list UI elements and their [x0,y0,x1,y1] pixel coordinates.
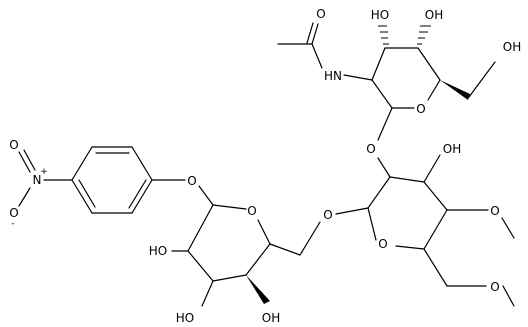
nitro-o-bottom-label: O [9,206,18,220]
ring-c [277,22,496,141]
nitro-o-top-label: O [9,138,18,152]
phenoxy-o-label: O [187,174,196,188]
ring-a-oh-4-label: OH [262,311,280,325]
nitro-plus-charge: + [40,167,48,177]
nitro-minus-charge: - [11,219,14,229]
ring-b [367,154,515,307]
ring-a-ho-3-label: HO [176,311,194,325]
ring-b-oh-label: OH [443,142,461,156]
linker-o-label: O [323,208,332,222]
ring-a-o-label: O [247,204,256,218]
glycosidic-o-label: O [366,142,375,156]
ring-a [171,204,369,307]
ring-a-ho-2-label: HO [149,244,167,258]
acetyl-o-label: O [316,7,325,21]
ring-c-oh-4-label: OH [425,8,443,22]
ring-b-ome-o-label: O [490,204,499,218]
acetyl-nh-label: HN [324,69,342,83]
ring-b-c6-o-label: O [490,280,499,294]
ring-c-c6-oh-label: OH [503,40,521,54]
ring-c-ho-3-label: HO [371,8,389,22]
atom-labels: N + O O - O O HO HO OH O O O OH O O O HN… [9,7,521,325]
nitrophenyl-group [18,146,214,214]
nitro-n-label: N [33,173,42,187]
ring-c-o-label: O [416,102,425,116]
ring-b-o-label: O [378,237,387,251]
